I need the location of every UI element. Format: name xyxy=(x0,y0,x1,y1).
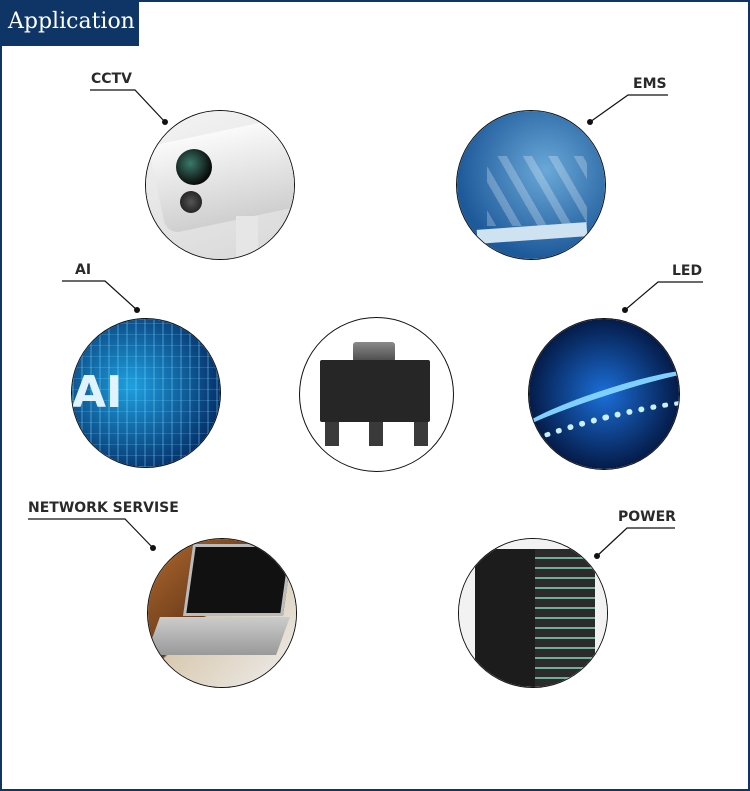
label-power: POWER xyxy=(618,509,676,525)
server-rack-image xyxy=(458,538,608,688)
sot89-chip-image xyxy=(299,317,454,472)
section-title: Application xyxy=(0,0,139,46)
ai-circuit-image: AI xyxy=(71,318,221,468)
ems-medical-image xyxy=(456,110,606,260)
label-cctv: CCTV xyxy=(91,71,132,87)
laptop-image xyxy=(147,538,297,688)
led-strip-image xyxy=(528,318,680,470)
label-ems: EMS xyxy=(633,76,667,92)
cctv-camera-image xyxy=(145,110,295,260)
label-led: LED xyxy=(672,263,703,279)
label-network: NETWORK SERVISE xyxy=(28,500,179,516)
label-ai: AI xyxy=(75,262,92,278)
